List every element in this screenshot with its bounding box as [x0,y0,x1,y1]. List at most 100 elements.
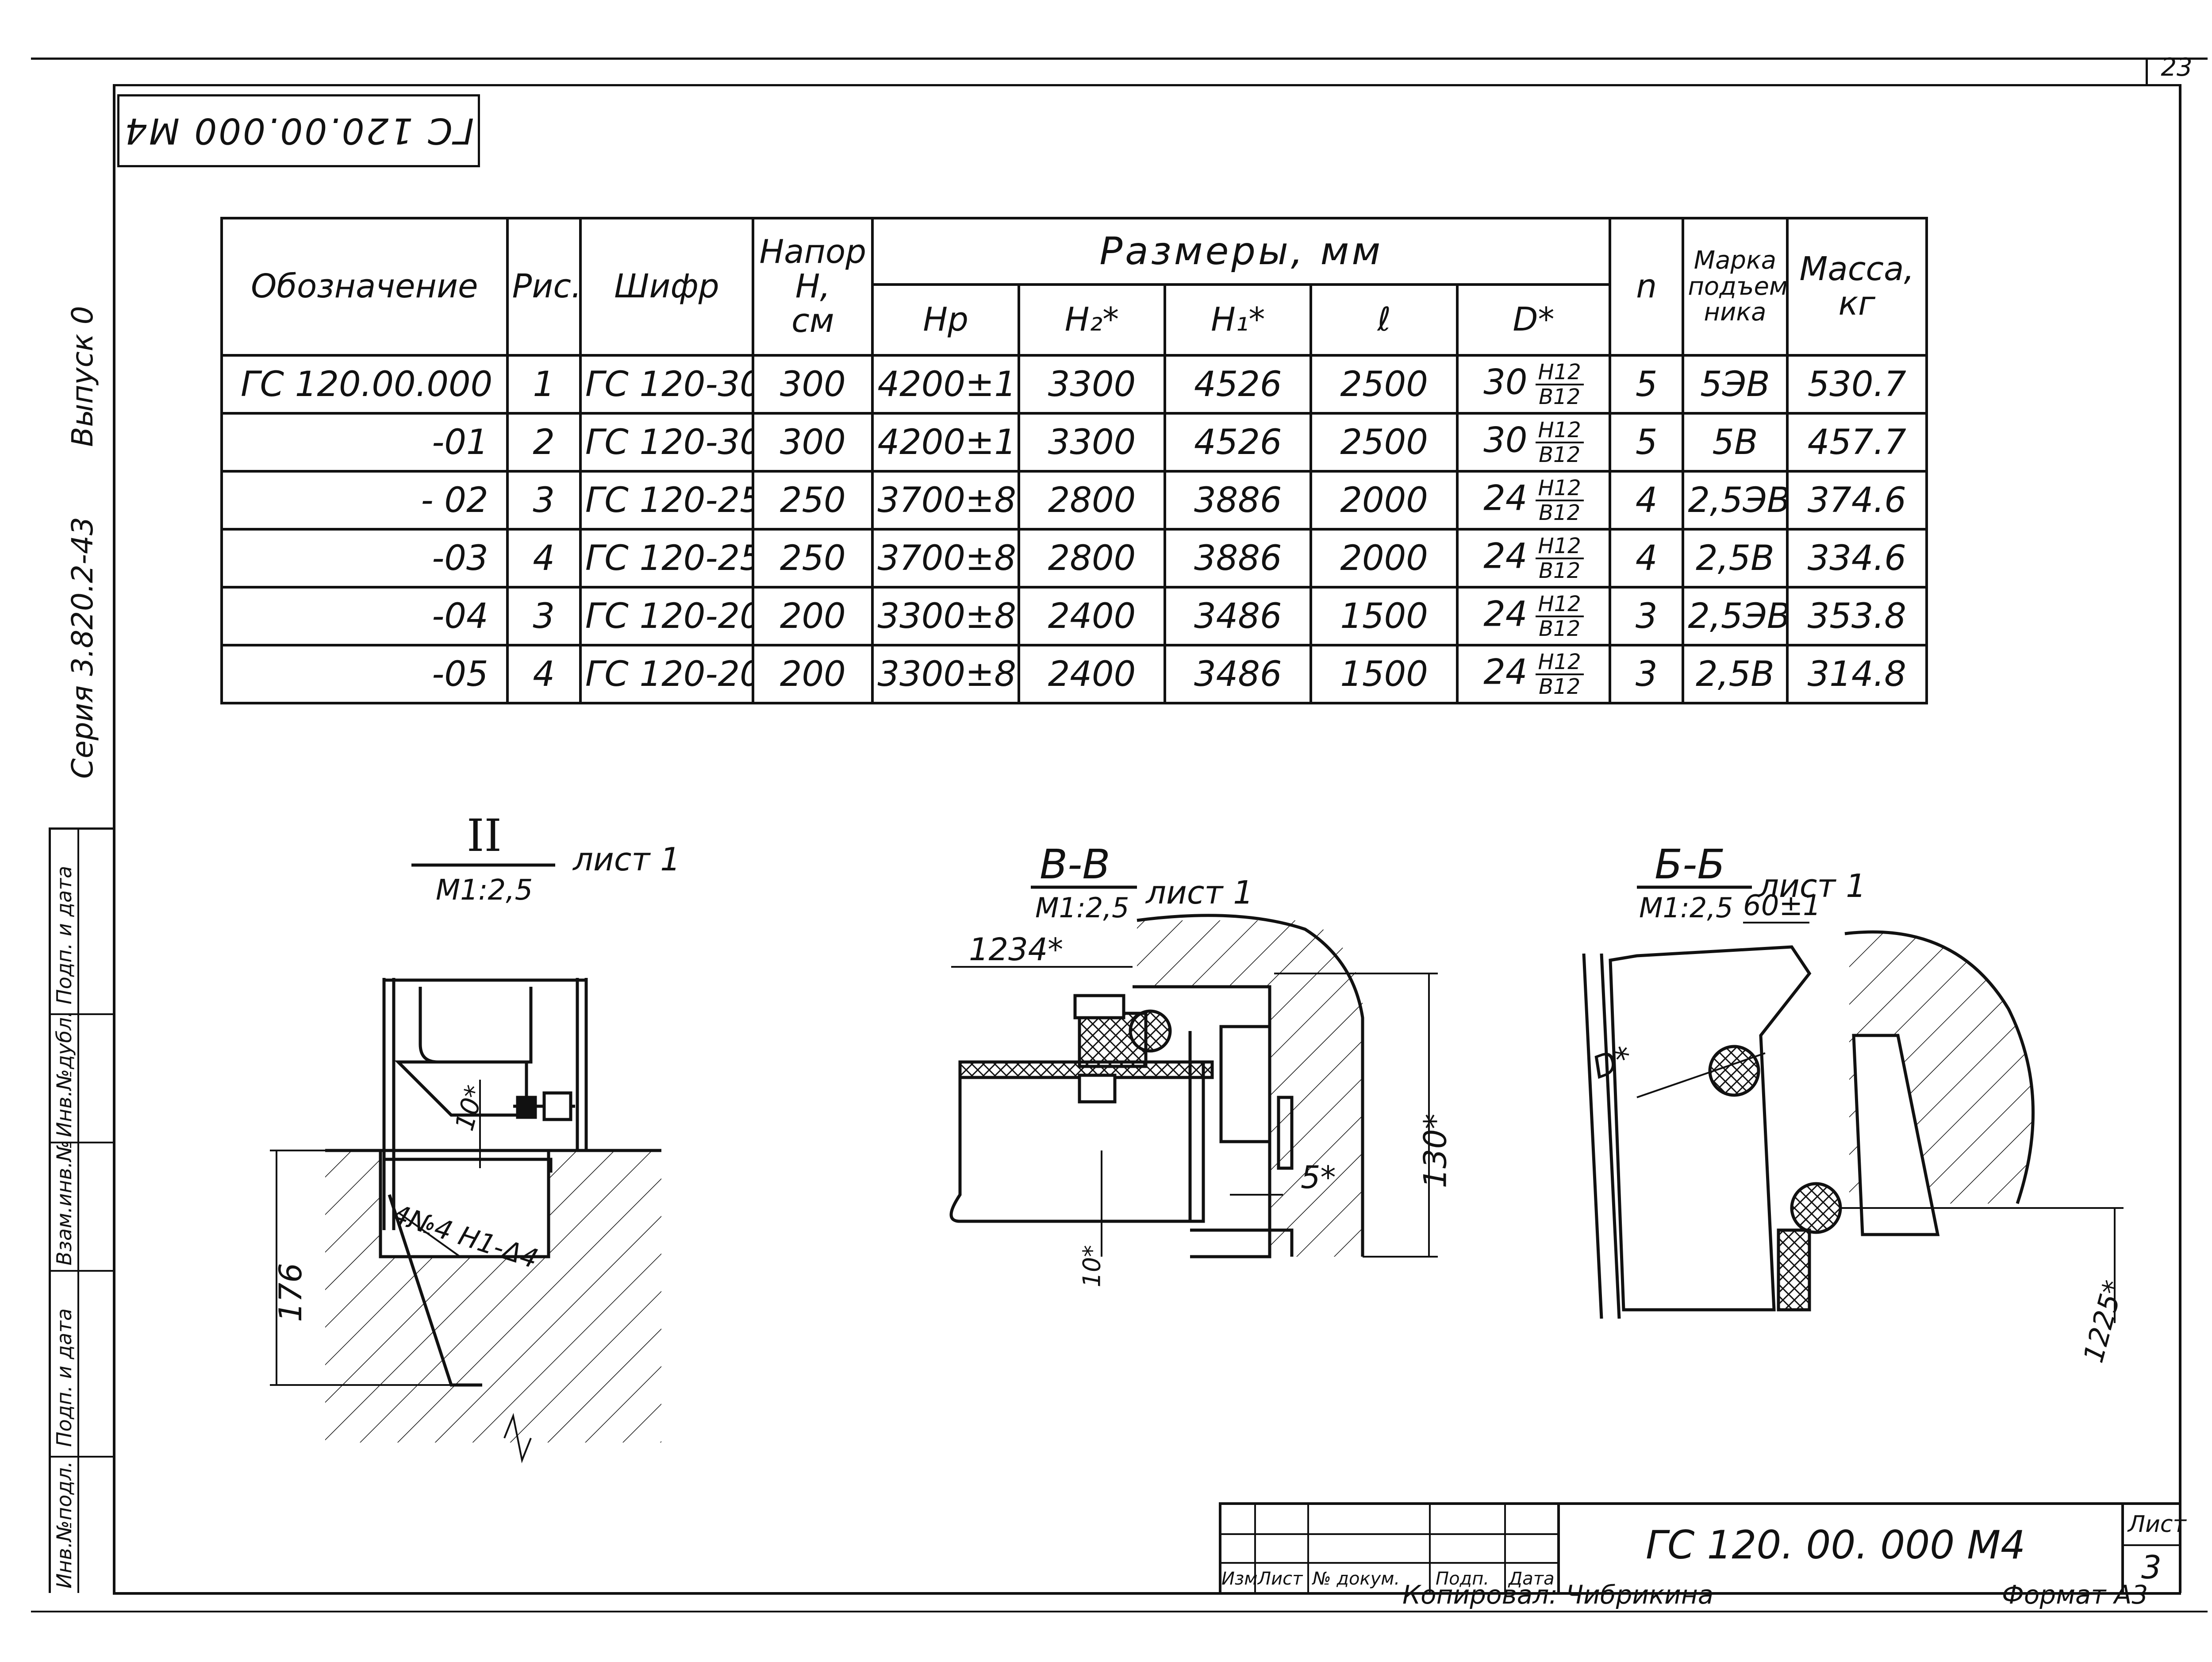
cell-h1: 3486 [1164,644,1313,704]
cell-h1: 3886 [1164,528,1313,589]
cell-l: 2500 [1310,412,1459,473]
cell-designation: ГС 120.00.000 [220,354,509,415]
view-2-title: II [467,810,502,862]
page-number: 23 [2161,53,2193,82]
cell-h2: 2800 [1017,528,1167,589]
tb-top-line [1219,1502,2179,1505]
cell-mass: 334.6 [1786,528,1928,589]
header-code: Шифр [579,217,755,357]
cell-hoist: 5ЭВ [1682,354,1789,415]
cell-n: 5 [1609,354,1685,415]
tb-col-3 [1429,1502,1431,1593]
side-strip-div3 [49,1270,115,1272]
footer-format: Формат А3 [2002,1580,2148,1610]
header-head: Напор Н, см [752,217,874,357]
cell-hoist: 2,5ЭВ [1682,586,1789,646]
tb-label-izm: Изм [1221,1569,1258,1589]
footer-line [31,1611,2208,1612]
cell-mass: 374.6 [1786,470,1928,531]
header-hoist-line2: подъем- [1688,272,1787,301]
cell-fig: 1 [506,354,582,415]
header-head-line1: Напор [759,233,867,271]
wall-outline [1137,914,1364,1257]
cell-designation: - 02 [220,470,509,531]
cell-hoist: 2,5ЭВ [1682,470,1789,531]
view-2-drawing [270,863,661,1463]
fit-top: Н12 [1535,651,1584,675]
cell-d-value: 24 [1483,594,1528,634]
cell-mass: 314.8 [1786,644,1928,704]
cell-code: ГС 120-250р [579,528,755,589]
cell-l: 2500 [1310,354,1459,415]
table-row: -04 3 ГС 120-200э 200 3300±8 2400 3486 1… [220,586,1928,646]
header-h1: Н₁* [1164,283,1313,357]
title-block: Изм Лист № докум. Подп. Дата Лист 3 [1219,1502,2186,1593]
cell-hp: 3700±8 [871,470,1020,531]
view-cc-drawing [1582,885,2124,1323]
top-stamp-box: ГС 120.00.000 М4 [117,94,480,167]
view-2-scale: М1:2,5 [436,874,533,907]
table-row: -01 2 ГС 120-300р 300 4200±10 3300 4526 … [220,412,1928,473]
cell-mass: 530.7 [1786,354,1928,415]
cell-h2: 2800 [1017,470,1167,531]
stop-plate [1277,1096,1294,1170]
view-bb-dim-130: 130* [1417,1113,1454,1189]
fit-bottom: В12 [1539,558,1581,583]
cell-head: 250 [752,470,874,531]
view-2-dim-176: 176 [272,1263,309,1322]
tb-sheet-col [2121,1502,2124,1593]
side-strip-div2 [49,1142,115,1143]
spec-table: Обозначение Рис. Шифр Напор Н, см Размер… [220,217,1928,704]
tb-row-line-1 [1219,1533,1559,1535]
cell-head: 200 [752,644,874,704]
channel-section [419,987,533,1064]
header-head-line2: Н, [795,267,830,306]
view-bb-drawing [949,885,1438,1258]
side-strip-left [49,827,51,1593]
cell-mass: 457.7 [1786,412,1928,473]
roller-pin [1790,1182,1842,1234]
cell-n: 3 [1609,586,1685,646]
tb-left-line [1219,1502,1221,1593]
leader-weld [397,1212,461,1258]
dim-d-leader [1636,1052,1766,1098]
view-cc-sheet: лист 1 [1759,867,1866,904]
tb-sheet-label: Лист [2128,1511,2186,1538]
header-head-line3: см [791,301,834,340]
cell-h1: 4526 [1164,354,1313,415]
footer-copied-by: Копировал: Чибрикина [1402,1580,1714,1610]
header-mass-line2: кг [1838,285,1876,323]
gate-plate [1609,945,1812,1312]
cell-hp: 3300±8 [871,586,1020,646]
cell-l: 2000 [1310,470,1459,531]
tb-row-line-2 [1219,1562,1559,1564]
tb-label-doc: № докум. [1313,1569,1400,1589]
view-bb-dim-1234: 1234* [969,931,1064,968]
cell-head: 200 [752,586,874,646]
tb-col-5 [1557,1502,1560,1593]
cell-d-value: 24 [1483,478,1528,518]
tb-col-1 [1254,1502,1256,1593]
fit-bottom: В12 [1539,442,1581,467]
tb-col-2 [1307,1502,1309,1593]
cell-d-value: 24 [1483,536,1528,576]
fit-bottom: В12 [1539,616,1581,641]
bolt-nut [516,1096,537,1119]
cell-hoist: 2,5В [1682,644,1789,704]
clamp-plate [1078,1012,1148,1068]
cell-h1: 4526 [1164,412,1313,473]
cell-h2: 2400 [1017,586,1167,646]
view-bb-scale: М1:2,5 [1035,892,1129,924]
cell-h2: 2400 [1017,644,1167,704]
angle-bottom [1190,1228,1294,1257]
